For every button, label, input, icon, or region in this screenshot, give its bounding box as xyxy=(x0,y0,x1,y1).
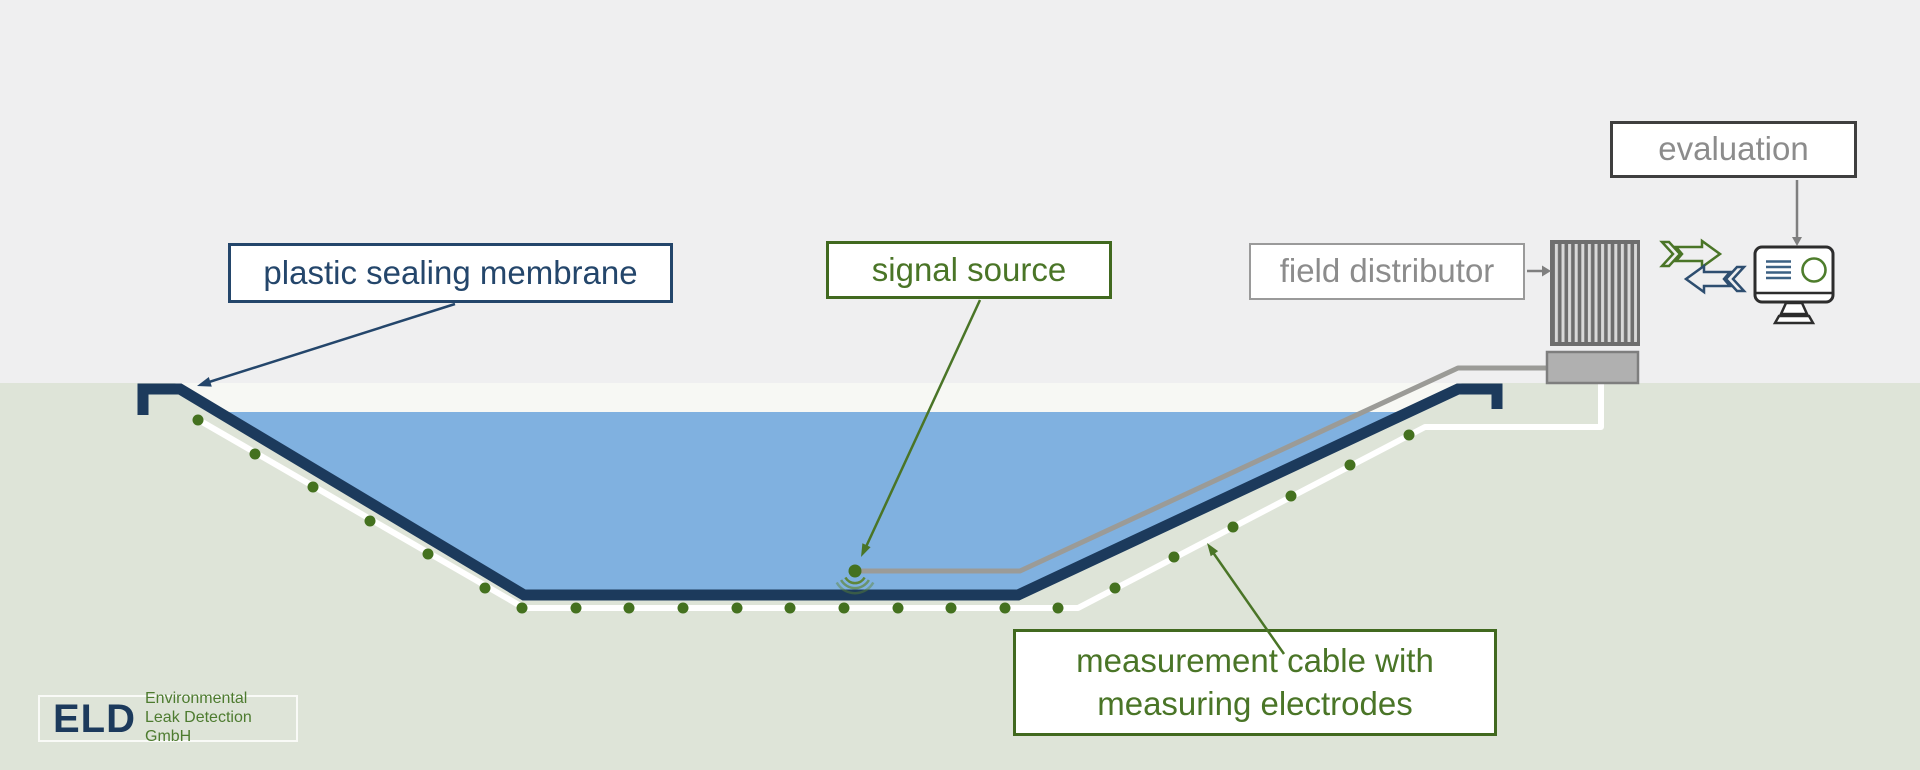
monitor-icon xyxy=(1753,245,1835,325)
label-evaluation: evaluation xyxy=(1610,121,1857,178)
field-distributor-base xyxy=(1545,350,1640,385)
monitor-circle xyxy=(1801,257,1827,283)
monitor-list-lines xyxy=(1766,260,1791,280)
eld-logo: ELD Environmental Leak Detection GmbH xyxy=(38,690,298,745)
measuring-electrodes xyxy=(192,414,1415,614)
label-measurement-cable: measurement cable with measuring electro… xyxy=(1013,629,1497,736)
sealing-membrane xyxy=(137,383,1503,601)
data-exchange-arrows-icon xyxy=(1659,238,1747,295)
measurement-cable xyxy=(195,380,1604,611)
signal-cable xyxy=(858,365,1550,574)
ribbed-cabinet-icon xyxy=(1545,240,1640,385)
signal-ripple-icon xyxy=(835,564,875,595)
logo-company-name: Environmental Leak Detection GmbH xyxy=(145,690,252,745)
label-plastic-sealing-membrane: plastic sealing membrane xyxy=(228,243,673,303)
logo-abbr: ELD xyxy=(53,696,136,741)
label-signal-source: signal source xyxy=(826,241,1112,299)
label-field-distributor: field distributor xyxy=(1249,243,1525,300)
